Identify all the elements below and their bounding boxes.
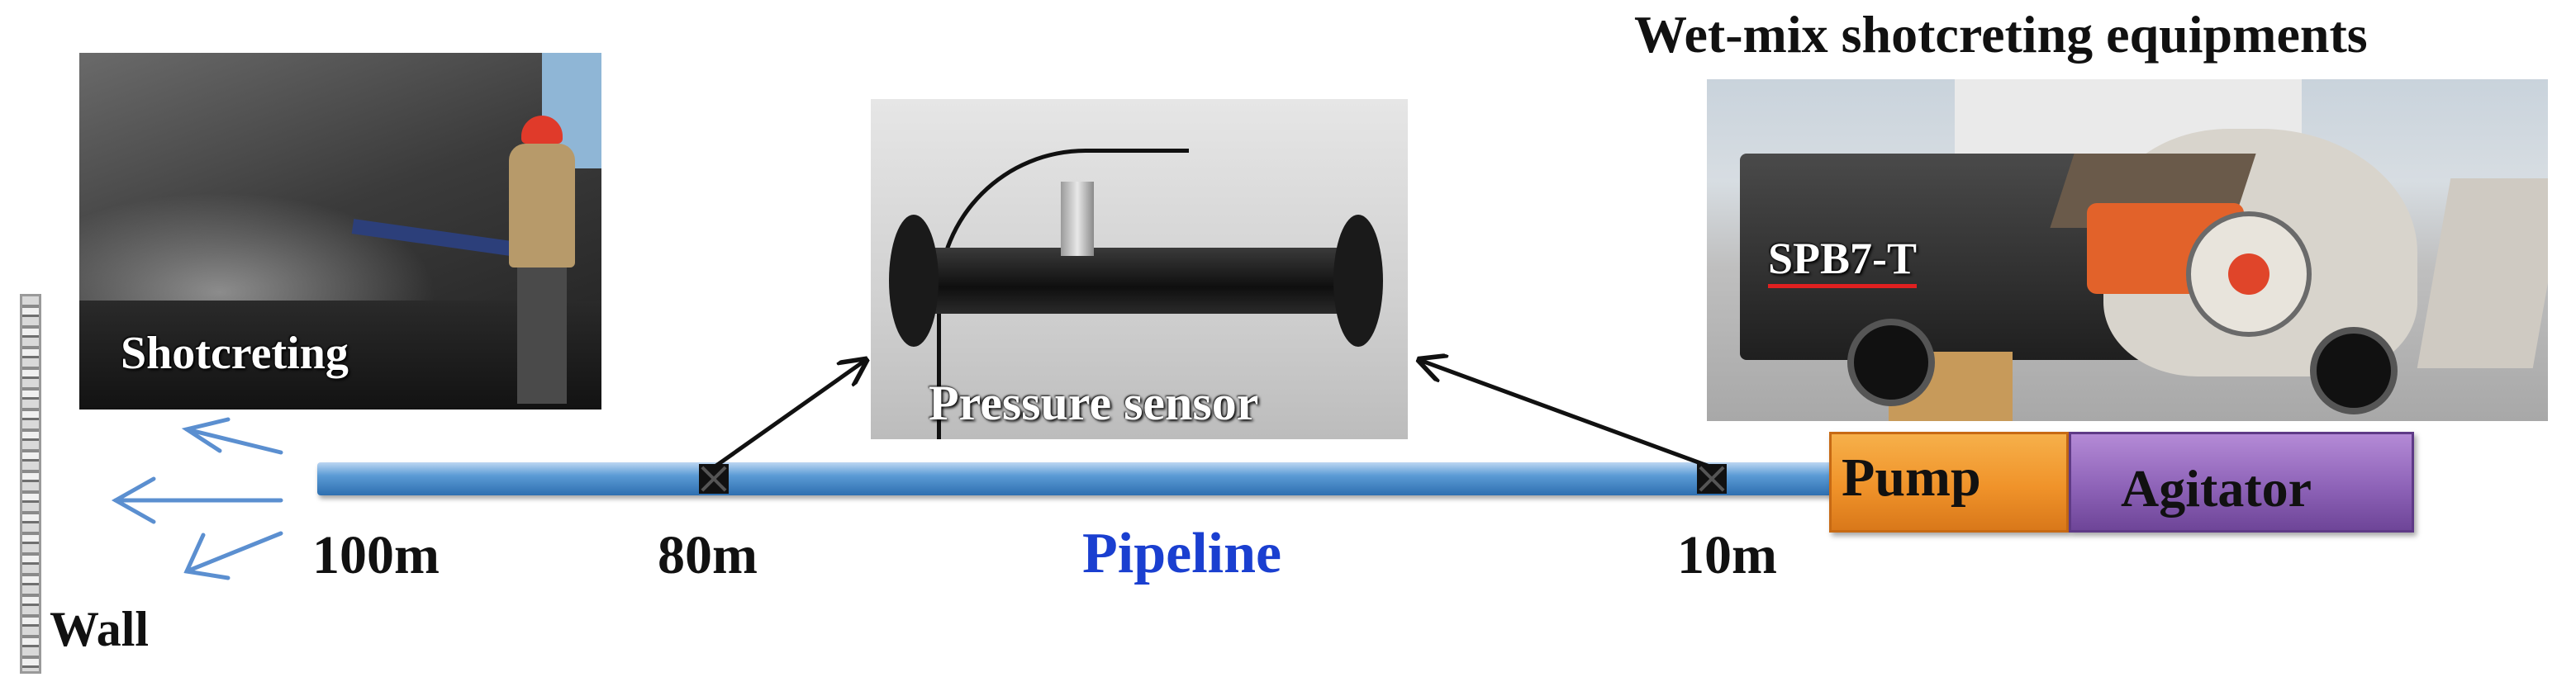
agitator-label: Agitator xyxy=(2121,459,2312,518)
distance-10m-label: 10m xyxy=(1677,525,1777,585)
wall-label: Wall xyxy=(50,602,150,656)
shotcreting-photo: Shotcreting xyxy=(79,53,601,410)
equipment-photo: SPB7-T xyxy=(1707,79,2548,421)
callout-arrow-10m xyxy=(1419,360,1713,470)
pipeline-label: Pipeline xyxy=(1082,522,1282,585)
model-label: SPB7-T xyxy=(1768,236,1918,288)
pump-label: Pump xyxy=(1842,447,1981,508)
spray-arrow-top-icon xyxy=(181,417,283,455)
sensor-marker-80m xyxy=(699,464,729,494)
diagram-title: Wet-mix shotcreting equipments xyxy=(1634,5,2368,64)
wall-image xyxy=(20,294,41,674)
pipeline-bar xyxy=(317,462,1837,495)
pressure-sensor-label: Pressure sensor xyxy=(929,376,1259,430)
spray-arrow-middle-icon xyxy=(111,476,283,524)
shotcreting-label: Shotcreting xyxy=(121,328,349,379)
sensor-marker-10m xyxy=(1697,464,1727,494)
pressure-sensor-photo: Pressure sensor xyxy=(871,99,1408,439)
pump-block: Pump xyxy=(1829,432,2069,533)
spray-arrow-bottom-icon xyxy=(183,531,283,580)
distance-80m-label: 80m xyxy=(658,525,758,585)
callout-arrow-80m xyxy=(712,360,866,470)
agitator-block: Agitator xyxy=(2069,432,2414,533)
distance-100m-label: 100m xyxy=(312,525,440,585)
